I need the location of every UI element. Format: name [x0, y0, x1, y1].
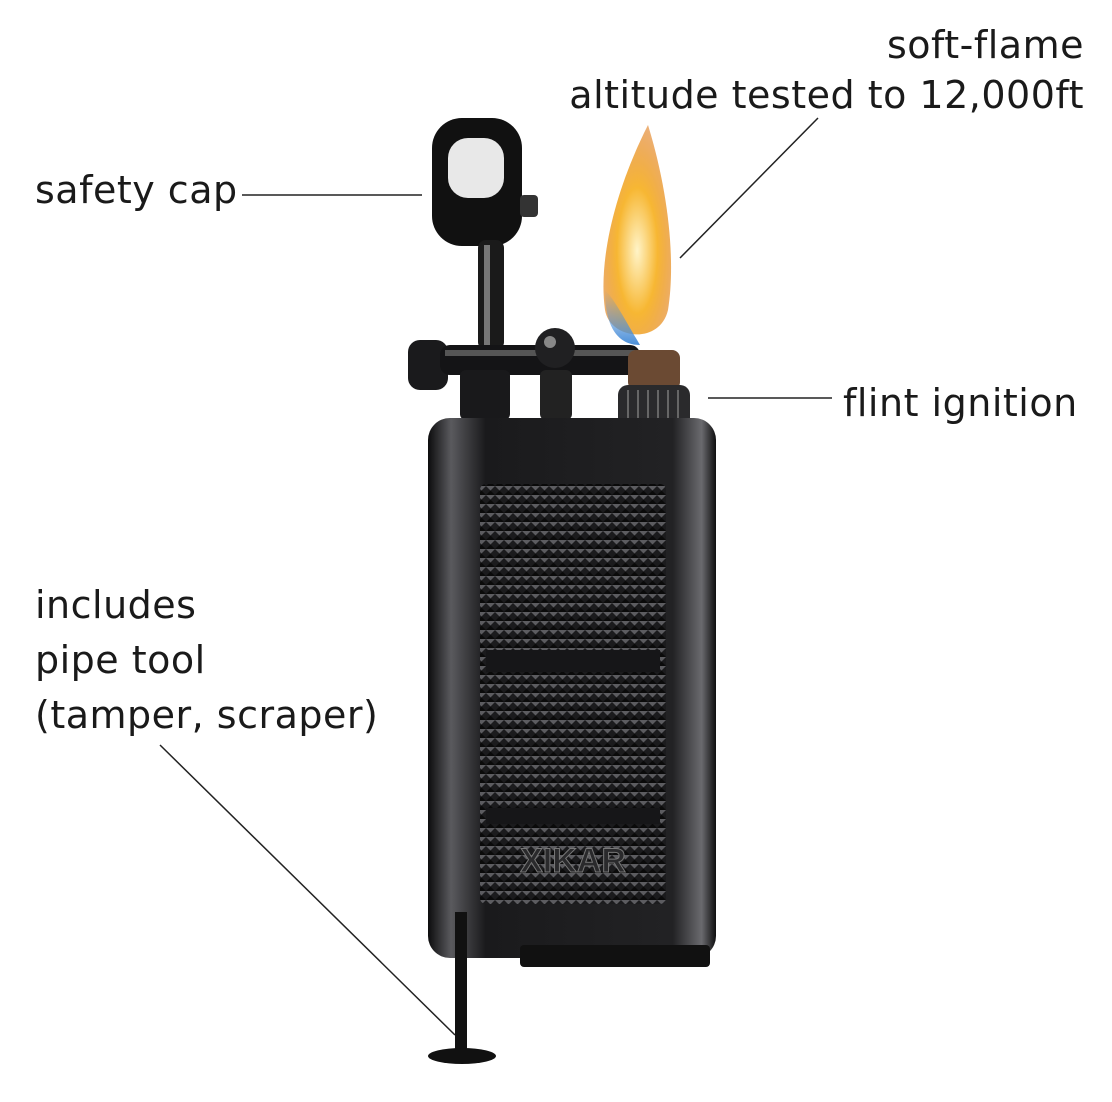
callout-pipe-tool-line1: includes	[35, 583, 197, 627]
pipe-tool-leader	[159, 744, 456, 1036]
callout-soft-flame: soft-flame	[887, 23, 1084, 67]
safety-cap-icon	[432, 118, 538, 350]
pipe-tool-icon	[428, 912, 496, 1064]
flame-leader	[679, 117, 819, 259]
callout-altitude: altitude tested to 12,000ft	[569, 73, 1084, 117]
flame-icon	[603, 125, 672, 345]
callout-safety-cap: safety cap	[35, 168, 238, 212]
callout-lines	[159, 117, 832, 1036]
callout-pipe-tool-line3: (tamper, scraper)	[35, 693, 379, 737]
brand-logo: XIKAR	[520, 842, 626, 880]
callout-flint-ignition: flint ignition	[843, 381, 1078, 425]
callout-pipe-tool-line2: pipe tool	[35, 638, 206, 682]
knurled-panel	[480, 484, 666, 904]
